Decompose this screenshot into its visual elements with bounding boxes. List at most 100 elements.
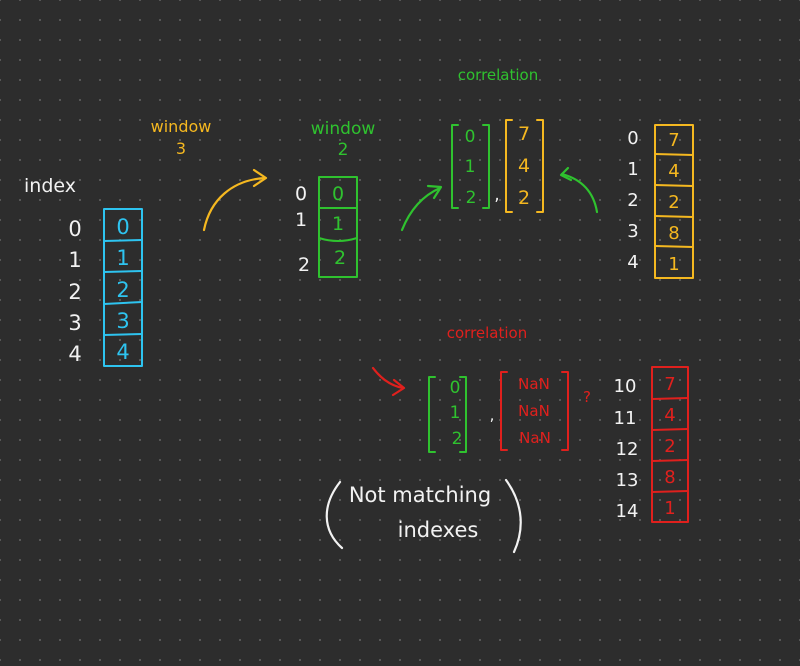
green-arrow-right-shaft	[560, 172, 599, 214]
right-bottom-cell-divider	[651, 490, 689, 493]
correlation-top-left-1: 1	[465, 157, 476, 177]
green-arrow-right-head	[559, 166, 573, 182]
right-top-index-2: 2	[627, 190, 638, 211]
right-top-box-outline	[654, 124, 694, 279]
correlation-bottom-left-0: 0	[450, 378, 461, 398]
window-2-value-2: 2	[334, 247, 346, 269]
left-value-box-outline	[103, 208, 143, 367]
bracket-open	[505, 119, 513, 213]
right-bottom-cell-divider	[651, 428, 689, 431]
bracket-close	[536, 119, 544, 213]
window-2-index-0: 0	[295, 183, 307, 205]
correlation-bottom: correlation 0 1 2 , NaN NaN NaN ?	[371, 324, 591, 453]
right-top-index-column: 0 1 2 3 4	[627, 128, 638, 273]
green-arrow-right	[559, 166, 599, 214]
window-2-index-2: 2	[298, 254, 310, 276]
right-top-value-4: 1	[668, 254, 679, 275]
left-index-1: 1	[68, 248, 81, 272]
right-top-value-2: 2	[668, 192, 679, 213]
right-bottom-index-4: 14	[616, 501, 639, 522]
window-2-cell-divider	[318, 237, 358, 242]
right-bottom-value-box: 7 4 2 8 1	[651, 366, 689, 523]
right-bottom-value-4: 1	[664, 498, 675, 519]
note-paren-close	[504, 478, 522, 554]
yellow-arrow-shaft	[202, 176, 267, 232]
right-bottom-value-0: 7	[664, 374, 675, 395]
right-bottom-index-2: 12	[616, 439, 639, 460]
window-3-line1: window	[151, 117, 212, 136]
correlation-bottom-right-1: NaN	[518, 402, 550, 420]
right-series-bottom: 10 11 12 13 14 7 4 2 8 1	[614, 366, 689, 523]
right-top-index-3: 3	[627, 221, 638, 242]
correlation-top: correlation 0 1 2 , 7 4 2	[451, 66, 544, 213]
correlation-top-right-0: 7	[518, 123, 530, 145]
bracket-open	[451, 124, 459, 209]
correlation-bottom-left-bracket	[428, 376, 467, 453]
green-arrow-left	[400, 184, 443, 232]
right-top-value-1: 4	[668, 161, 679, 182]
correlation-bottom-right-2: NaN	[519, 429, 551, 447]
window-2-label: window 2	[311, 119, 376, 160]
red-arrow-head	[391, 378, 406, 397]
right-bottom-index-column: 10 11 12 13 14	[614, 376, 639, 522]
right-bottom-value-2: 2	[664, 436, 675, 457]
correlation-top-label: correlation	[458, 66, 539, 84]
right-top-value-3: 8	[668, 223, 679, 244]
note-paren-open	[325, 480, 344, 550]
note-line1: Not matching	[349, 483, 491, 507]
left-value-1: 1	[116, 246, 129, 270]
window-2-line2: 2	[338, 140, 349, 160]
correlation-top-left-2: 2	[466, 188, 477, 208]
bracket-close	[459, 376, 467, 453]
right-top-index-0: 0	[627, 128, 638, 149]
window-2-index-column: 0 1 2	[295, 183, 310, 276]
right-bottom-value-3: 8	[664, 467, 675, 488]
right-top-cell-divider	[654, 184, 694, 187]
index-header: index	[24, 175, 76, 197]
right-bottom-box-outline	[651, 366, 689, 523]
bracket-close	[561, 371, 569, 451]
window-2-line1: window	[311, 119, 376, 139]
note-line2: indexes	[398, 518, 479, 542]
right-top-cell-divider	[654, 245, 694, 248]
correlation-bottom-tail: ?	[583, 388, 591, 406]
correlation-bottom-left-1: 1	[450, 403, 461, 423]
left-index-2: 2	[68, 280, 81, 304]
right-top-cell-divider	[654, 153, 694, 156]
window-2-value-0: 0	[332, 183, 344, 205]
left-cell-divider	[103, 301, 143, 305]
right-top-cell-divider	[654, 215, 694, 218]
window-3-label: window 3	[151, 117, 212, 158]
right-bottom-cell-divider	[651, 459, 689, 462]
right-bottom-index-1: 11	[614, 408, 637, 429]
right-bottom-cell-divider	[651, 397, 689, 400]
correlation-bottom-right-bracket	[500, 371, 569, 451]
correlation-bottom-label: correlation	[447, 324, 528, 342]
bracket-close	[482, 124, 490, 209]
yellow-arrow	[202, 168, 268, 232]
left-index-4: 4	[68, 342, 81, 366]
correlation-top-right-2: 2	[518, 187, 530, 209]
left-cell-divider	[103, 239, 143, 242]
left-value-box: 0 1 2 3 4	[103, 208, 143, 367]
correlation-bottom-separator: ,	[490, 406, 495, 424]
red-arrow	[371, 366, 406, 397]
left-cell-divider	[103, 333, 143, 336]
correlation-top-left-bracket	[451, 124, 490, 209]
left-value-0: 0	[116, 215, 129, 239]
window-2-value-box: 0 1 2	[318, 176, 358, 278]
right-top-value-0: 7	[668, 130, 679, 151]
left-index-column: 0 1 2 3 4	[68, 217, 81, 366]
green-arrow-left-shaft	[400, 186, 442, 232]
left-cell-divider	[103, 270, 143, 273]
left-index-0: 0	[68, 217, 81, 241]
left-value-2: 2	[116, 278, 129, 302]
correlation-bottom-right-0: NaN	[518, 375, 550, 393]
window-3-line2: 3	[176, 139, 186, 158]
left-value-3: 3	[116, 309, 129, 333]
window-2-index-1: 1	[295, 209, 307, 231]
right-bottom-value-1: 4	[664, 405, 675, 426]
left-value-4: 4	[116, 340, 129, 364]
bracket-open	[500, 371, 508, 451]
